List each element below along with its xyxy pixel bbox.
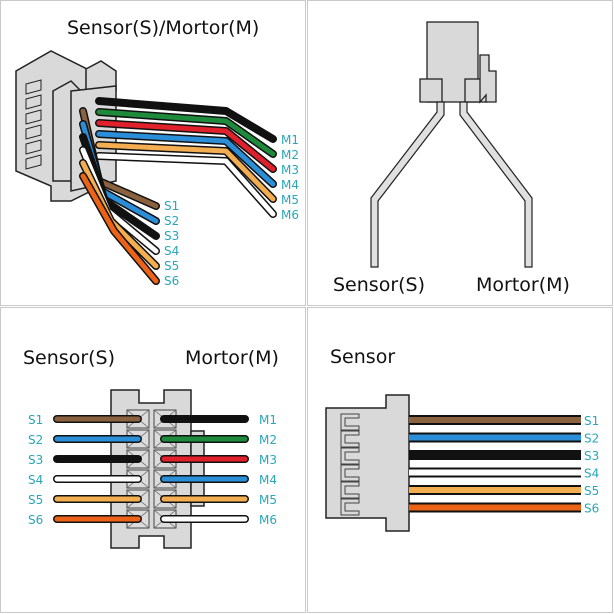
slot bbox=[25, 139, 42, 155]
wire-label: S2 bbox=[164, 214, 179, 228]
wire-label: S5 bbox=[584, 484, 599, 498]
wire-label: M5 bbox=[281, 193, 299, 207]
motor-wire-m3 bbox=[95, 119, 277, 173]
slot bbox=[25, 109, 42, 125]
wire-label: M2 bbox=[259, 433, 277, 447]
slot bbox=[25, 79, 42, 95]
wire-label: S1 bbox=[584, 414, 599, 428]
wire-label: S4 bbox=[164, 244, 179, 258]
slot bbox=[25, 94, 42, 110]
sensor-connector-housing bbox=[325, 394, 410, 532]
panel-side-view: Sensor(S) Mortor(M) bbox=[307, 0, 613, 306]
wire-label: M6 bbox=[259, 513, 277, 527]
wire-label: M1 bbox=[259, 413, 277, 427]
slot bbox=[340, 430, 360, 448]
slot bbox=[340, 498, 360, 516]
wire-label: S5 bbox=[164, 259, 179, 273]
sensor-wire-s2 bbox=[409, 432, 581, 443]
motor-wire-m2 bbox=[95, 108, 277, 158]
motor-wire-m6 bbox=[95, 152, 277, 218]
wire-label: M4 bbox=[281, 178, 299, 192]
wire-label: S6 bbox=[584, 502, 599, 516]
wire-label: M5 bbox=[259, 493, 277, 507]
wire-label: S2 bbox=[28, 433, 43, 447]
sensor-title: Sensor(S) bbox=[23, 347, 115, 369]
wire-label: S2 bbox=[584, 432, 599, 446]
panel-title: Sensor(S)/Mortor(M) bbox=[67, 17, 259, 39]
wire-label: S1 bbox=[164, 199, 179, 213]
slot bbox=[25, 124, 42, 140]
sensor-wire-s6 bbox=[409, 502, 581, 513]
wire-label: S4 bbox=[28, 473, 43, 487]
motor-wire-m5 bbox=[95, 141, 277, 203]
slot bbox=[340, 481, 360, 499]
wire-label: M3 bbox=[259, 453, 277, 467]
wire-label: S5 bbox=[28, 493, 43, 507]
slot bbox=[340, 447, 360, 465]
slot bbox=[340, 464, 360, 482]
connector-slots bbox=[25, 79, 42, 170]
motor-cable-label: Mortor(M) bbox=[476, 274, 570, 296]
wire-label: S3 bbox=[164, 229, 179, 243]
wire-label: M2 bbox=[281, 148, 299, 162]
slot bbox=[340, 413, 360, 431]
wire-label: S6 bbox=[164, 274, 179, 288]
sensor-cable-label: Sensor(S) bbox=[333, 274, 425, 296]
wire-label: M6 bbox=[281, 208, 299, 222]
motor-title: Mortor(M) bbox=[185, 347, 279, 369]
wire-label: M3 bbox=[281, 163, 299, 177]
cable-motor bbox=[459, 101, 533, 268]
sensor-wire-s6 bbox=[79, 172, 160, 285]
connector-slots bbox=[340, 413, 360, 516]
cable-sensor bbox=[370, 101, 445, 268]
sensor-title: Sensor bbox=[330, 346, 395, 368]
wire-label: S3 bbox=[584, 449, 599, 463]
slot bbox=[25, 154, 42, 170]
sensor-wire-s5 bbox=[409, 485, 581, 495]
side-view-drawing: Sensor(S) Mortor(M) bbox=[333, 21, 570, 296]
sensor-wire-s1 bbox=[409, 415, 581, 425]
motor-wire-m4 bbox=[95, 130, 277, 188]
wire-label: S4 bbox=[584, 467, 599, 481]
wire-label: S3 bbox=[28, 453, 43, 467]
wire-label: M1 bbox=[281, 133, 299, 147]
motor-wire-m1 bbox=[95, 97, 277, 143]
wire-label: S1 bbox=[28, 413, 43, 427]
sensor-wire-s4 bbox=[409, 467, 581, 478]
wire-label: M4 bbox=[259, 473, 277, 487]
connector-side-body bbox=[419, 21, 497, 104]
wire-label: S6 bbox=[28, 513, 43, 527]
sensor-wire-s3 bbox=[409, 450, 581, 460]
